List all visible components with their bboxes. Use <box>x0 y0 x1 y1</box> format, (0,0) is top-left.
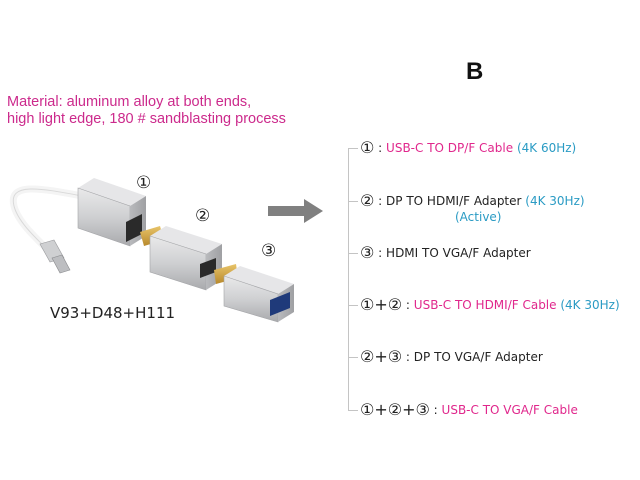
item-prefix: ②+③ <box>360 347 403 366</box>
marker-2: ② <box>195 206 211 226</box>
material-line-1: Material: aluminum alloy at both ends, <box>7 94 252 110</box>
item-extra: (4K 30Hz) <box>560 298 620 312</box>
item-main: HDMI TO VGA/F Adapter <box>386 246 531 260</box>
compat-item-4: ①+② : USB-C TO HDMI/F Cable (4K 30Hz) <box>360 295 620 314</box>
compat-item-1: ① : USB-C TO DP/F Cable (4K 60Hz) <box>360 138 576 157</box>
tree-tick <box>348 410 358 411</box>
item-separator: : <box>405 350 410 364</box>
item-separator: : <box>378 246 383 260</box>
item-prefix: ① <box>360 138 375 157</box>
cable-outline <box>12 188 83 251</box>
compat-item-5: ②+③ : DP TO VGA/F Adapter <box>360 347 543 366</box>
tree-connector-line <box>348 148 349 410</box>
model-number: V93+D48+H111 <box>50 304 176 322</box>
arrow-right-icon <box>268 199 323 223</box>
item-main: USB-C TO DP/F Cable <box>386 141 514 155</box>
usb-c-plug <box>39 239 71 274</box>
compat-item-3: ③ : HDMI TO VGA/F Adapter <box>360 243 531 262</box>
usb-c-cable <box>9 185 83 253</box>
tree-tick <box>348 148 358 149</box>
item-separator: : <box>378 141 383 155</box>
marker-1: ① <box>136 173 152 193</box>
adapter-set-illustration <box>9 178 294 323</box>
item-separator: : <box>433 403 438 417</box>
item-prefix: ①+②+③ <box>360 400 430 419</box>
item-main: USB-C TO HDMI/F Cable <box>413 298 557 312</box>
tree-tick <box>348 201 358 202</box>
tree-tick <box>348 357 358 358</box>
material-description: Material: aluminum alloy at both ends, h… <box>7 94 286 128</box>
item-main: DP TO VGA/F Adapter <box>413 350 543 364</box>
marker-3: ③ <box>261 241 277 261</box>
item-prefix: ③ <box>360 243 375 262</box>
item-extra: (4K 60Hz) <box>516 141 577 155</box>
item-prefix: ② <box>360 191 375 210</box>
item-2-note: (Active) <box>455 210 502 224</box>
section-letter: B <box>466 58 484 85</box>
material-line-2: high light edge, 180 # sandblasting proc… <box>7 111 286 127</box>
tree-tick <box>348 253 358 254</box>
item-prefix: ①+② <box>360 295 403 314</box>
item-main: DP TO HDMI/F Adapter <box>386 194 522 208</box>
item-extra: (4K 30Hz) <box>525 194 585 208</box>
tree-tick <box>348 305 358 306</box>
adapter-3-hdmi-to-vga <box>223 266 294 323</box>
compat-item-6: ①+②+③ : USB-C TO VGA/F Cable <box>360 400 578 419</box>
item-separator: : <box>378 194 383 208</box>
adapter-2-dp-to-hdmi <box>149 226 222 291</box>
item-main: USB-C TO VGA/F Cable <box>441 403 578 417</box>
compat-item-2: ② : DP TO HDMI/F Adapter (4K 30Hz) <box>360 191 585 210</box>
item-separator: : <box>405 298 410 312</box>
